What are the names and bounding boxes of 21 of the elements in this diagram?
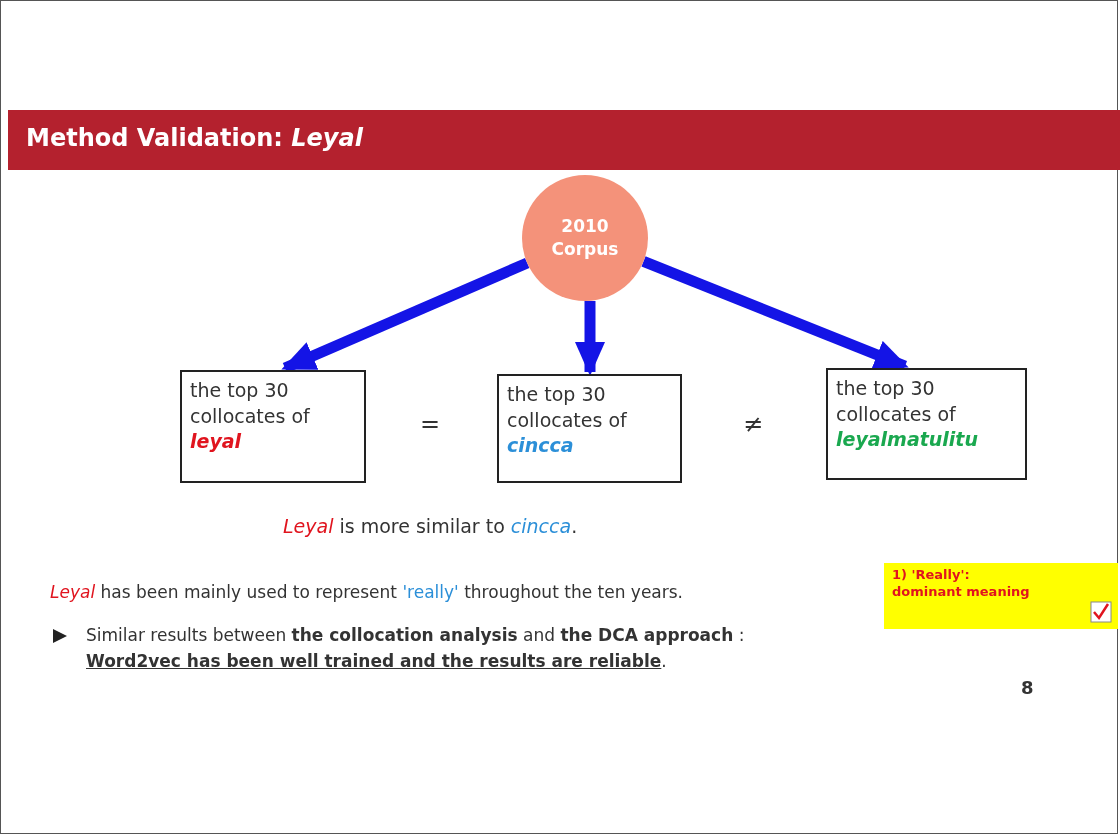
collocates-box [497,374,682,483]
bullet-text: Similar results between the collocation analysis and the DCA approach : Word2vec has been well trained and the results are reliable. [86,624,746,674]
keyword: leyal [190,429,242,455]
keyword: cincca [507,433,574,459]
box-text: the top 30 collocates of [507,382,628,433]
equals-sign: = [420,410,441,438]
collocates-box [826,368,1027,480]
page-number: 8 [1021,677,1034,698]
note-text: 1) 'Really': dominant meaning [892,567,1031,601]
highlight-note [884,563,1118,629]
corpus-circle [522,175,648,301]
collocates-box [180,370,366,483]
finding-text: Leyal has been mainly used to represent 'really' throughout the ten years. [50,582,683,602]
conclusion-text: Leyal is more similar to cincca. [283,515,578,537]
keyword: leyalmatulitu [836,427,978,453]
box-text: the top 30 collocates of [836,376,957,427]
circle-label: 2010 Corpus [550,215,620,261]
box-text: the top 30 collocates of [190,378,311,429]
arrow [575,300,605,376]
not-equal-sign: ≠ [743,410,764,438]
slide-title: Method Validation: Leyal [26,124,363,152]
